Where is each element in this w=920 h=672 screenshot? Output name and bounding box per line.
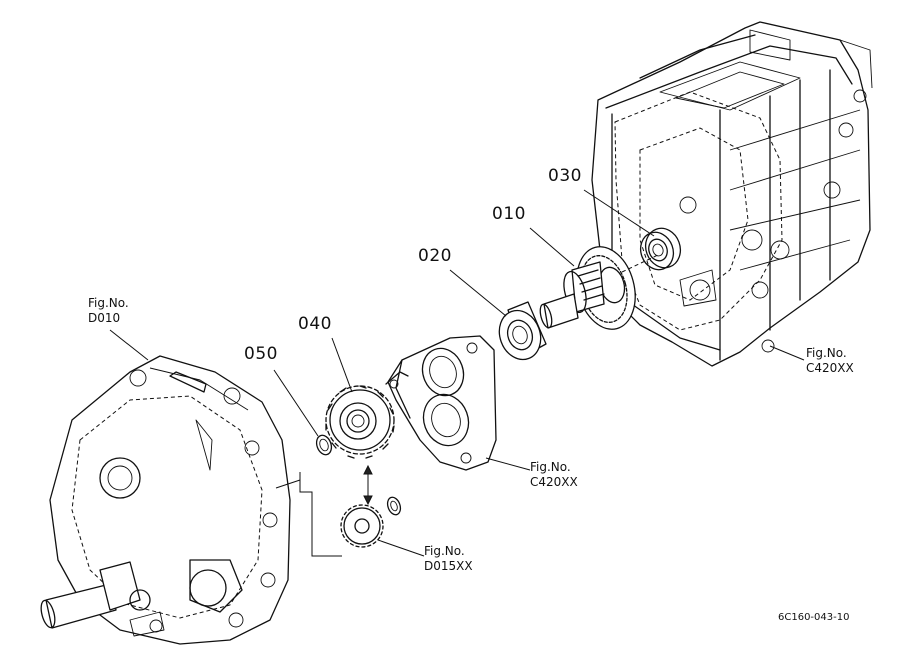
- alignment-arrow: [363, 464, 373, 506]
- callout-010: 010: [492, 204, 526, 224]
- figure-ref-d010: Fig.No. D010: [88, 296, 129, 326]
- drawing-code: 6C160-043-10: [778, 612, 850, 623]
- small-gear-d015: [340, 496, 402, 548]
- figure-ref-c420-mid-line1: Fig.No.: [530, 460, 571, 474]
- callout-040: 040: [298, 314, 332, 334]
- transmission-case-rear: [591, 21, 873, 367]
- callout-050: 050: [244, 344, 278, 364]
- figure-ref-d010-line2: D010: [88, 311, 121, 325]
- transmission-case-front: [40, 355, 291, 645]
- gear-shaft-010: [539, 246, 661, 330]
- reference-lines: [275, 472, 342, 557]
- gear-040: [325, 385, 395, 459]
- figure-ref-d015-line2: D015XX: [424, 559, 473, 573]
- callout-030: 030: [548, 166, 582, 186]
- callout-020: 020: [418, 246, 452, 266]
- figure-ref-c420-top-line1: Fig.No.: [806, 346, 847, 360]
- figure-ref-c420-mid: Fig.No. C420XX: [530, 460, 578, 490]
- bearing-cover-plate: [385, 335, 497, 471]
- figure-ref-c420-mid-line2: C420XX: [530, 475, 578, 489]
- bearing-030: [639, 227, 682, 271]
- bearing-020: [498, 301, 547, 361]
- figure-ref-d015-line1: Fig.No.: [424, 544, 465, 558]
- figure-ref-d010-line1: Fig.No.: [88, 296, 129, 310]
- callout-leaders: [109, 189, 805, 557]
- figure-ref-c420-top: Fig.No. C420XX: [806, 346, 854, 376]
- figure-ref-d015: Fig.No. D015XX: [424, 544, 473, 574]
- circlip-050: [315, 434, 333, 456]
- figure-ref-c420-top-line2: C420XX: [806, 361, 854, 375]
